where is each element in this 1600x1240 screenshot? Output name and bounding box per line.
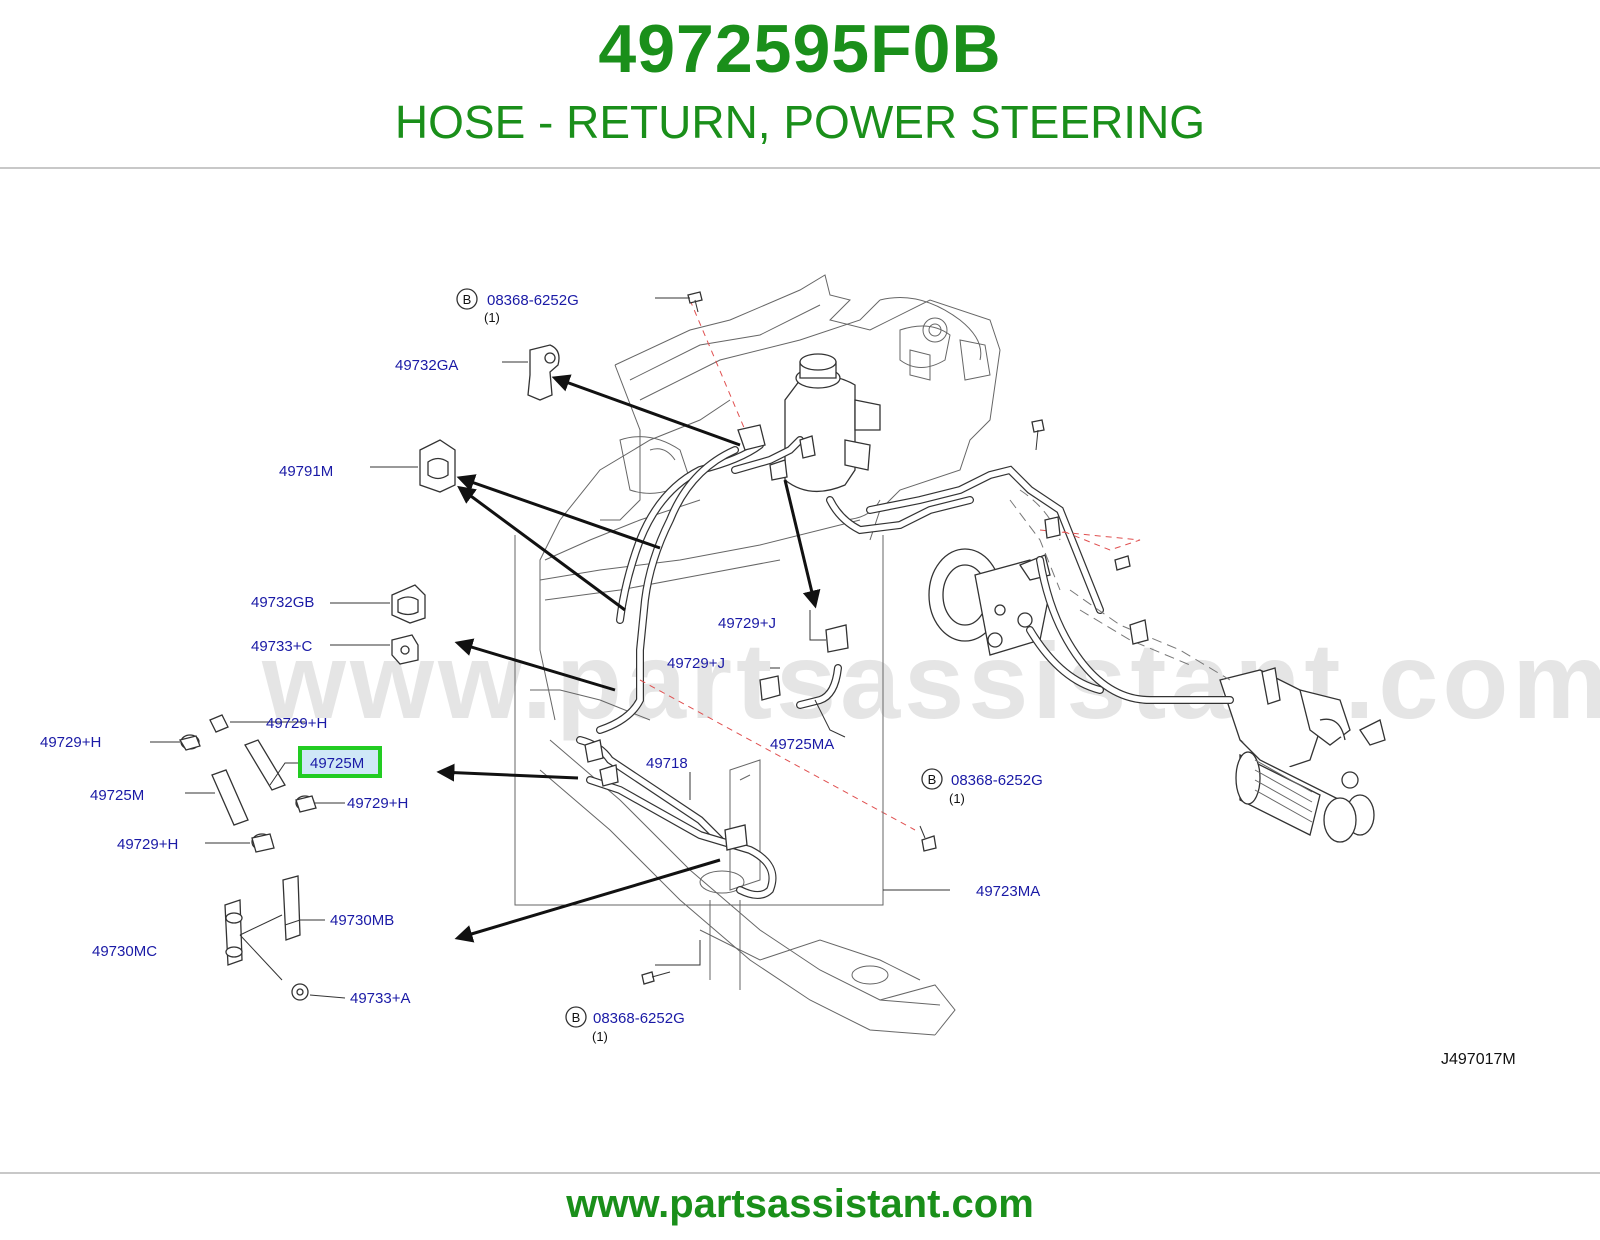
label-bolt-top[interactable]: 08368-6252G [487, 292, 579, 309]
qty-bolt-right: (1) [949, 791, 965, 806]
hose-network [576, 436, 1234, 899]
brackets-49730 [224, 875, 309, 1001]
bolt-leader-lines [639, 299, 1141, 831]
label-bolt-bottom[interactable]: 08368-6252G [593, 1010, 685, 1027]
label-49732gb[interactable]: 49732GB [251, 594, 314, 611]
bolt-callout-markers: B B B [456, 288, 943, 1028]
label-49730mc[interactable]: 49730MC [92, 943, 157, 960]
callout-arrows [436, 374, 821, 943]
label-49733c[interactable]: 49733+C [251, 638, 312, 655]
part-number-title: 4972595F0B [598, 11, 1002, 87]
label-49729h-4[interactable]: 49729+H [117, 836, 178, 853]
qty-bolt-bottom: (1) [592, 1029, 608, 1044]
diagram-reference-code: J497017M [1441, 1051, 1516, 1068]
label-49725m[interactable]: 49725M [90, 787, 144, 804]
hose-49725m-parts [178, 714, 317, 853]
label-49725ma[interactable]: 49725MA [770, 736, 834, 753]
assembly-outline-box [514, 535, 884, 906]
label-49723ma[interactable]: 49723MA [976, 883, 1040, 900]
clamp-49732gb [391, 584, 426, 624]
label-49729h-1[interactable]: 49729+H [266, 715, 327, 732]
part-description: HOSE - RETURN, POWER STEERING [394, 96, 1206, 148]
label-49729j-1[interactable]: 49729+J [718, 615, 776, 632]
bolts [641, 291, 1131, 985]
label-49729h-3[interactable]: 49729+H [347, 795, 408, 812]
circle-b-right: B [928, 772, 937, 787]
label-49725m-highlight[interactable]: 49725M [310, 755, 364, 772]
label-49732ga[interactable]: 49732GA [395, 357, 458, 374]
footer-divider [0, 1172, 1600, 1174]
circle-b-top: B [463, 292, 472, 307]
highlight-fill [302, 750, 378, 774]
reservoir-tank [784, 353, 881, 493]
hose-clamps [584, 424, 1149, 851]
phantom-lines [1009, 489, 1231, 681]
steering-gear [1219, 667, 1386, 843]
label-49733a[interactable]: 49733+A [350, 990, 410, 1007]
label-49729h-2[interactable]: 49729+H [40, 734, 101, 751]
vehicle-frame [530, 274, 1001, 1036]
label-49730mb[interactable]: 49730MB [330, 912, 394, 929]
circle-b-bottom: B [572, 1010, 581, 1025]
hose-49725ma [759, 624, 849, 709]
callout-labels: 08368-6252G (1) 49732GA 49791M 49732GB 4… [40, 292, 1516, 1068]
clamp-49791m [419, 439, 456, 493]
label-49718[interactable]: 49718 [646, 755, 688, 772]
label-49729j-2[interactable]: 49729+J [667, 655, 725, 672]
grommet-49733c [391, 634, 419, 665]
qty-bolt-top: (1) [484, 310, 500, 325]
header-divider [0, 167, 1600, 169]
label-49791m[interactable]: 49791M [279, 463, 333, 480]
bracket-49732ga [527, 344, 560, 401]
label-bolt-right[interactable]: 08368-6252G [951, 772, 1043, 789]
footer-url[interactable]: www.partsassistant.com [566, 1182, 1034, 1226]
